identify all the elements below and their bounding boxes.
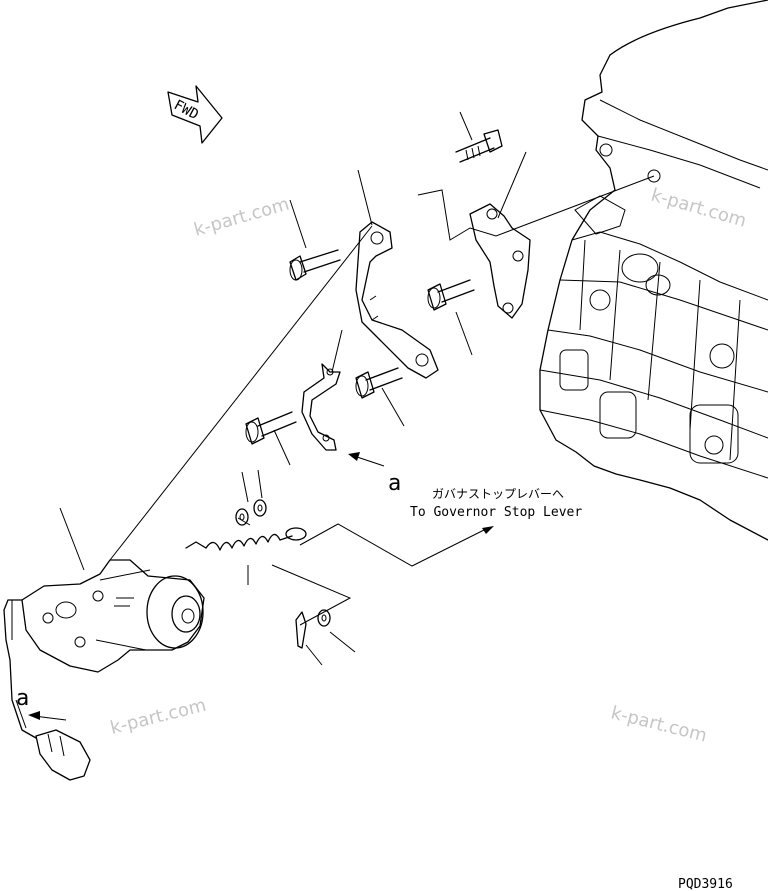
callout-a-lower-label: a: [16, 686, 29, 711]
bolt-lower-icon: [355, 367, 403, 399]
callout-arrow-icon: [348, 452, 385, 467]
return-spring-icon: [185, 527, 307, 551]
stop-lever-bracket: [301, 363, 341, 451]
stop-motor: [21, 559, 205, 673]
connector-icon: [35, 729, 91, 781]
leader-lines: [59, 111, 655, 666]
note-arrow-icon: [482, 526, 494, 534]
pin-washer-icon: [317, 609, 331, 627]
washer-icon: [235, 508, 249, 526]
watermark-top-left: k-part.com: [192, 194, 292, 241]
drawing-code: PQD3916: [678, 877, 733, 891]
callout-arrow-lower-icon: [28, 711, 67, 721]
note-english: To Governor Stop Lever: [410, 505, 582, 520]
bolt-middle-icon: [427, 279, 475, 311]
bolt-bottom-icon: [245, 411, 297, 445]
note-japanese: ガバナストップレバーへ: [432, 487, 564, 501]
fwd-arrow-icon: FWD: [167, 85, 223, 144]
watermark-bottom-left: k-part.com: [108, 695, 208, 739]
watermark-top-right: k-part.com: [649, 185, 749, 232]
engine-block: [539, 0, 768, 541]
bolt-left-icon: [289, 249, 341, 281]
bolt-upper-icon: [455, 129, 503, 163]
watermark-bottom-right: k-part.com: [609, 702, 709, 746]
clevis-pin-icon: [295, 611, 307, 649]
mounting-bracket: [355, 221, 439, 379]
callout-a-label: a: [388, 471, 401, 496]
snap-ring-icon: [253, 499, 267, 517]
engine-bracket: [469, 203, 531, 319]
wire-harness: [3, 599, 37, 739]
